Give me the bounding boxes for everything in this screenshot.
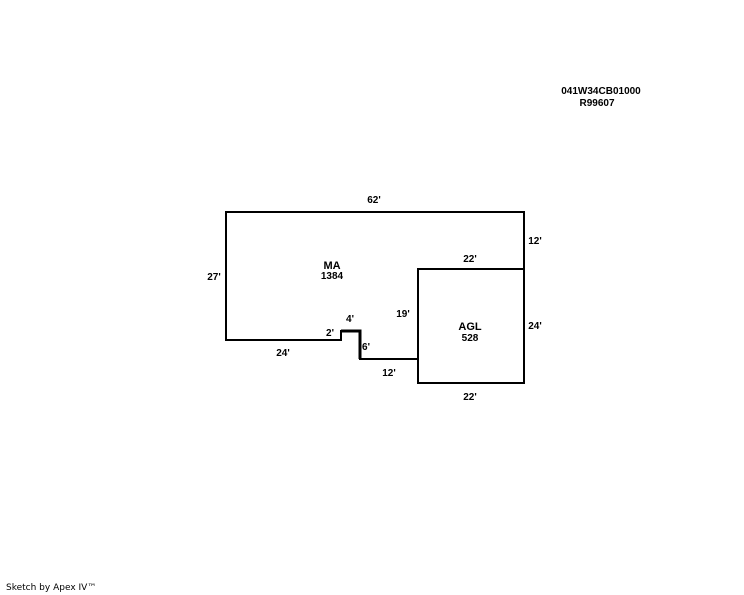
dim-ma-step-top: 4' bbox=[346, 314, 354, 325]
dim-ma-bottom-right: 12' bbox=[382, 368, 396, 379]
dim-agl-right: 24' bbox=[528, 321, 542, 332]
agl-outline bbox=[417, 268, 525, 384]
dim-agl-left: 19' bbox=[396, 309, 410, 320]
dim-agl-top: 22' bbox=[463, 254, 477, 265]
parcel-id: 041W34CB01000 bbox=[561, 86, 641, 97]
dim-ma-right-upper: 12' bbox=[528, 236, 542, 247]
ma-area: 1384 bbox=[321, 271, 344, 282]
ma-label: MA bbox=[323, 260, 340, 272]
agl-area: 528 bbox=[462, 333, 479, 344]
dim-ma-left: 27' bbox=[207, 272, 221, 283]
dim-ma-step-up: 2' bbox=[326, 328, 334, 339]
dim-ma-step-down: 6' bbox=[362, 342, 370, 353]
dim-ma-top: 62' bbox=[367, 195, 381, 206]
dim-ma-bottom: 24' bbox=[276, 348, 290, 359]
ma-outline bbox=[225, 211, 525, 384]
agl-label: AGL bbox=[458, 321, 482, 333]
sketch-credit: Sketch by Apex IV™ bbox=[6, 583, 97, 593]
ma-step bbox=[341, 329, 362, 359]
account-number: R99607 bbox=[579, 98, 614, 109]
dim-agl-bottom: 22' bbox=[463, 392, 477, 403]
